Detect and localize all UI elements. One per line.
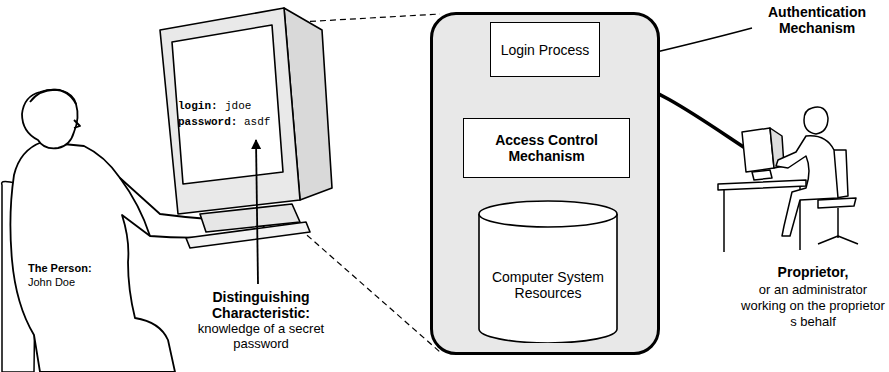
- node-label: Computer System Resources: [490, 269, 606, 301]
- screen-text: asdf: [244, 116, 270, 129]
- proprietor-figure: [718, 107, 858, 252]
- proprietor-text: or an administrator working on the propr…: [740, 282, 886, 330]
- mechanism-box: Access Control Mechanism: [463, 118, 630, 178]
- mechanism-label: Authentication Mechanism: [752, 4, 882, 36]
- pointer-arrow: [256, 140, 258, 284]
- resource-cylinder: Computer System Resources: [478, 200, 618, 343]
- node-label: Login Process: [501, 42, 590, 58]
- zoom-line: [300, 14, 440, 22]
- system-boundary: Login ProcessAccess Control MechanismCom…: [430, 12, 660, 355]
- characteristic-text: knowledge of a secret password: [186, 322, 336, 352]
- node-text-group: Login Process: [501, 42, 590, 58]
- process-box: Login Process: [490, 22, 600, 77]
- node-text-group: Computer System Resources: [490, 269, 606, 301]
- crt-monitor: [160, 8, 332, 248]
- characteristic-label: Distinguishing Characteristic:: [176, 289, 346, 321]
- proprietor-label: Proprietor,: [740, 264, 886, 280]
- node-text-group: Access Control Mechanism: [474, 132, 619, 164]
- screen-text: jdoe: [225, 100, 251, 113]
- person-label: John Doe: [28, 276, 75, 289]
- node-label: Access Control Mechanism: [474, 132, 619, 164]
- screen-text: password:: [178, 116, 237, 129]
- screen-text: login:: [178, 100, 218, 113]
- person-label: The Person:: [28, 262, 92, 275]
